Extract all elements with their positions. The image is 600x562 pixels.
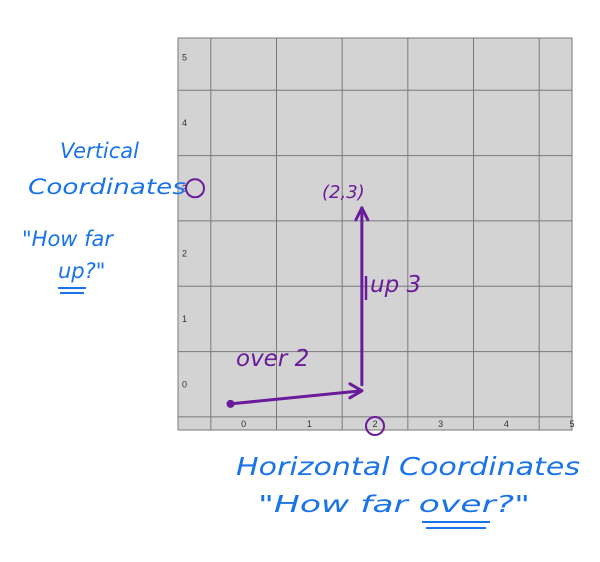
grid-background	[177, 37, 573, 431]
over-2-label: over 2	[236, 346, 309, 372]
over-arrow-head	[348, 382, 364, 400]
grid-lines	[178, 38, 572, 430]
up-3-label: up 3	[370, 272, 421, 298]
y-tick-label: 3	[182, 183, 187, 193]
y-tick-label: 4	[182, 118, 187, 128]
over-arrow-line	[229, 389, 364, 406]
movement-path: over 2 up 3 (2,3)	[226, 182, 421, 408]
vertical-label-line1: Vertical	[60, 139, 139, 163]
y-tick-label: 0	[182, 379, 187, 389]
horizontal-coordinates-label: Horizontal Coordinates "How far over?"	[236, 452, 580, 529]
x-tick-label: 0	[241, 419, 246, 429]
x-tick-label: 1	[307, 419, 312, 429]
y-tick-highlight-circle	[185, 178, 205, 199]
y-tick-label: 1	[182, 314, 187, 324]
y-tick-label: 5	[182, 53, 187, 63]
vertical-label-line4: up?"	[58, 259, 105, 283]
x-tick-highlight-circle	[365, 416, 385, 436]
x-axis-tick-labels: 0 1 2 3 4 5	[241, 419, 574, 429]
y-tick-label: 2	[182, 249, 187, 259]
grid-area: 0 1 2 3 4 5 0 1 2 3 4 5	[177, 37, 575, 431]
up-arrow-head	[354, 206, 370, 222]
y-axis-tick-labels: 0 1 2 3 4 5	[182, 53, 187, 390]
horizontal-label-line1: Horizontal Coordinates	[236, 452, 580, 481]
horizontal-label-line2: "How far over?"	[258, 492, 530, 518]
x-tick-label: 4	[504, 419, 509, 429]
point-2-3-label: (2,3)	[322, 182, 365, 203]
vertical-label-line2: Coordinates	[28, 175, 186, 199]
vertical-label-line3: "How far	[22, 227, 114, 251]
vertical-coordinates-label: Vertical Coordinates "How far up?"	[22, 139, 186, 294]
x-tick-label: 2	[372, 419, 377, 429]
x-tick-label: 3	[438, 419, 443, 429]
x-tick-label: 5	[569, 419, 574, 429]
